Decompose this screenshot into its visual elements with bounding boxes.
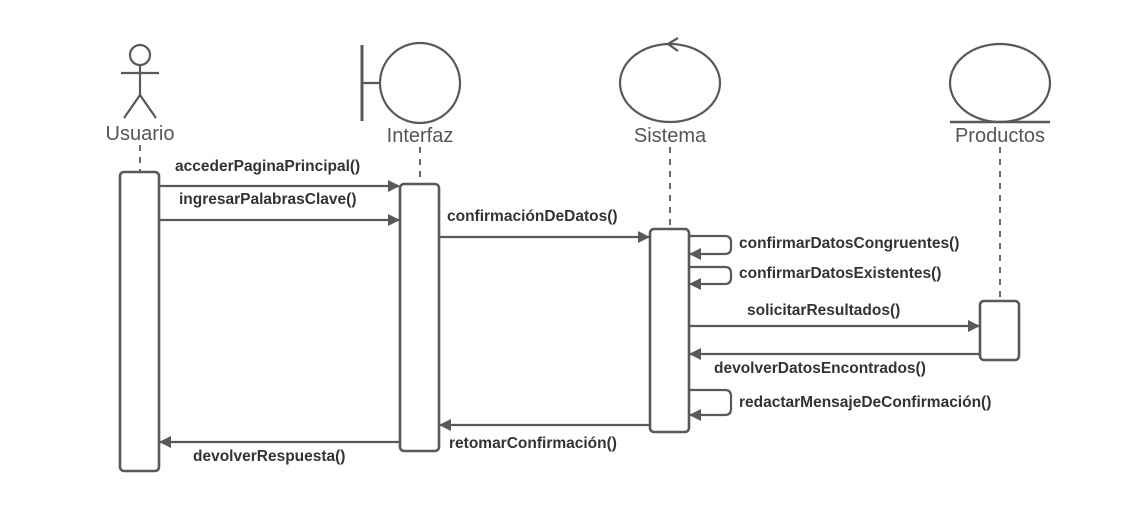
message-arrow-m4 — [689, 234, 733, 260]
message-label-m5: confirmarDatosExistentes() — [739, 265, 941, 282]
participant-label-interfaz: Interfaz — [387, 125, 454, 147]
participant-label-usuario: Usuario — [106, 123, 175, 145]
activation-productos — [978, 299, 1021, 362]
message-label-m4: confirmarDatosCongruentes() — [739, 235, 959, 252]
message-label-m6: solicitarResultados() — [747, 302, 900, 319]
activation-interfaz — [398, 182, 441, 453]
actor-icon — [121, 43, 159, 119]
message-arrow-m5 — [689, 265, 733, 290]
message-label-m3: confirmaciónDeDatos() — [447, 208, 618, 225]
participant-label-productos: Productos — [955, 125, 1045, 147]
activation-usuario — [118, 170, 161, 473]
message-label-m7: devolverDatosEncontrados() — [714, 360, 926, 377]
message-label-m10: devolverRespuesta() — [193, 448, 345, 465]
entity-icon — [948, 42, 1052, 124]
control-icon — [618, 37, 722, 124]
message-label-m8: redactarMensajeDeConfirmación() — [739, 394, 991, 411]
participant-label-sistema: Sistema — [634, 125, 707, 147]
message-arrow-m8 — [689, 388, 733, 421]
message-label-m2: ingresarPalabrasClave() — [179, 191, 356, 208]
boundary-icon — [360, 41, 462, 125]
message-label-m9: retomarConfirmación() — [449, 435, 617, 452]
message-label-m1: accederPaginaPrincipal() — [175, 158, 360, 175]
activation-sistema — [648, 227, 691, 434]
